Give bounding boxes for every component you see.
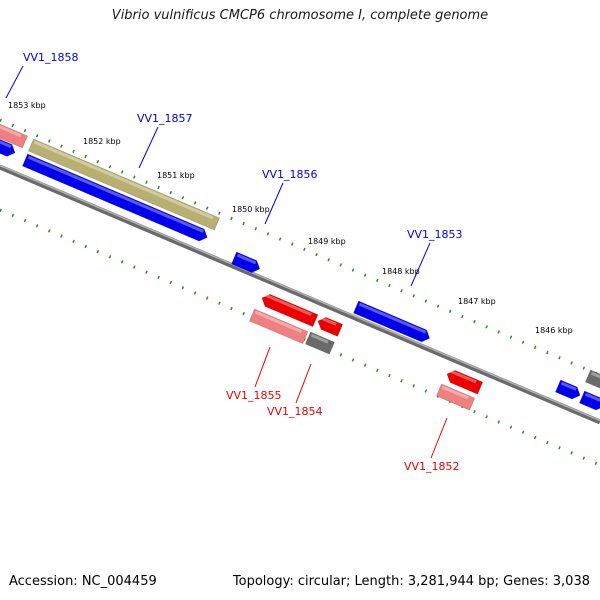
gene-block-vv1-1857-feature[interactable] [28,138,220,231]
kbp-tick-label: 1846 kbp [535,326,573,335]
gene-block-vv1-1858[interactable] [0,136,18,159]
gene-label-vv1-1853[interactable]: VV1_1853 [407,228,463,241]
gene-label-leader-line [295,363,312,404]
kbp-tick-label: 1848 kbp [382,267,420,276]
kbp-tick-label: 1851 kbp [157,171,195,180]
gene-label-leader-line [254,346,271,388]
gene-block-vv1-1855-feature[interactable] [249,308,309,345]
kbp-tick-label: 1852 kbp [83,137,121,146]
gene-label-vv1-1855[interactable]: VV1_1855 [226,389,282,402]
gene-block-vv1-1850-feature[interactable] [585,369,600,391]
genome-summary-text: Topology: circular; Length: 3,281,944 bp… [232,574,590,589]
feature-layer [0,120,600,412]
gene-block-vv1-1859[interactable] [0,120,28,149]
gene-label-vv1-1858[interactable]: VV1_1858 [23,51,79,64]
gene-block-vv1-1854-feature[interactable] [305,331,335,355]
kbp-tick-label: 1847 kbp [458,297,496,306]
gene-block-vv1-1855[interactable] [259,292,319,328]
gene-block-vv1-1852-feature[interactable] [436,383,476,411]
kbp-tick-label: 1849 kbp [308,237,346,246]
tick-layer: 1853 kbp 1852 kbp 1851 kbp 1850 kbp 1849 kbp… [0,101,600,467]
gene-label-leader-line [430,417,448,459]
gene-block-vv1-1853[interactable] [353,300,432,344]
gene-label-vv1-1854[interactable]: VV1_1854 [267,405,323,418]
gene-block-vv1-1851[interactable] [555,379,582,401]
gene-label-leader-line [5,65,24,99]
kbp-tick-label: 1850 kbp [232,205,270,214]
gene-label-vv1-1856[interactable]: VV1_1856 [262,168,318,181]
gene-block-vv1-1850[interactable] [579,390,600,412]
genome-backbone [0,164,600,425]
gene-block-vv1-1857[interactable] [22,153,209,243]
gene-label-vv1-1852[interactable]: VV1_1852 [404,460,460,473]
gene-label-leader-line [138,126,159,169]
label-layer: VV1_1858VV1_1857VV1_1856VV1_1853VV1_1855… [5,51,463,473]
gene-block-vv1-1856[interactable] [231,251,262,275]
gene-label-vv1-1857[interactable]: VV1_1857 [137,112,193,125]
gene-block-vv1-1852[interactable] [444,368,484,395]
gene-block-vv1-1854[interactable] [315,315,344,337]
map-title: Vibrio vulnificus CMCP6 chromosome I, co… [111,8,489,23]
gene-label-leader-line [410,242,431,287]
accession-text: Accession: NC_004459 [9,574,157,589]
genome-backbone-highlight [0,164,600,422]
kbp-tick-label: 1853 kbp [8,101,46,110]
gene-label-leader-line [264,182,284,225]
